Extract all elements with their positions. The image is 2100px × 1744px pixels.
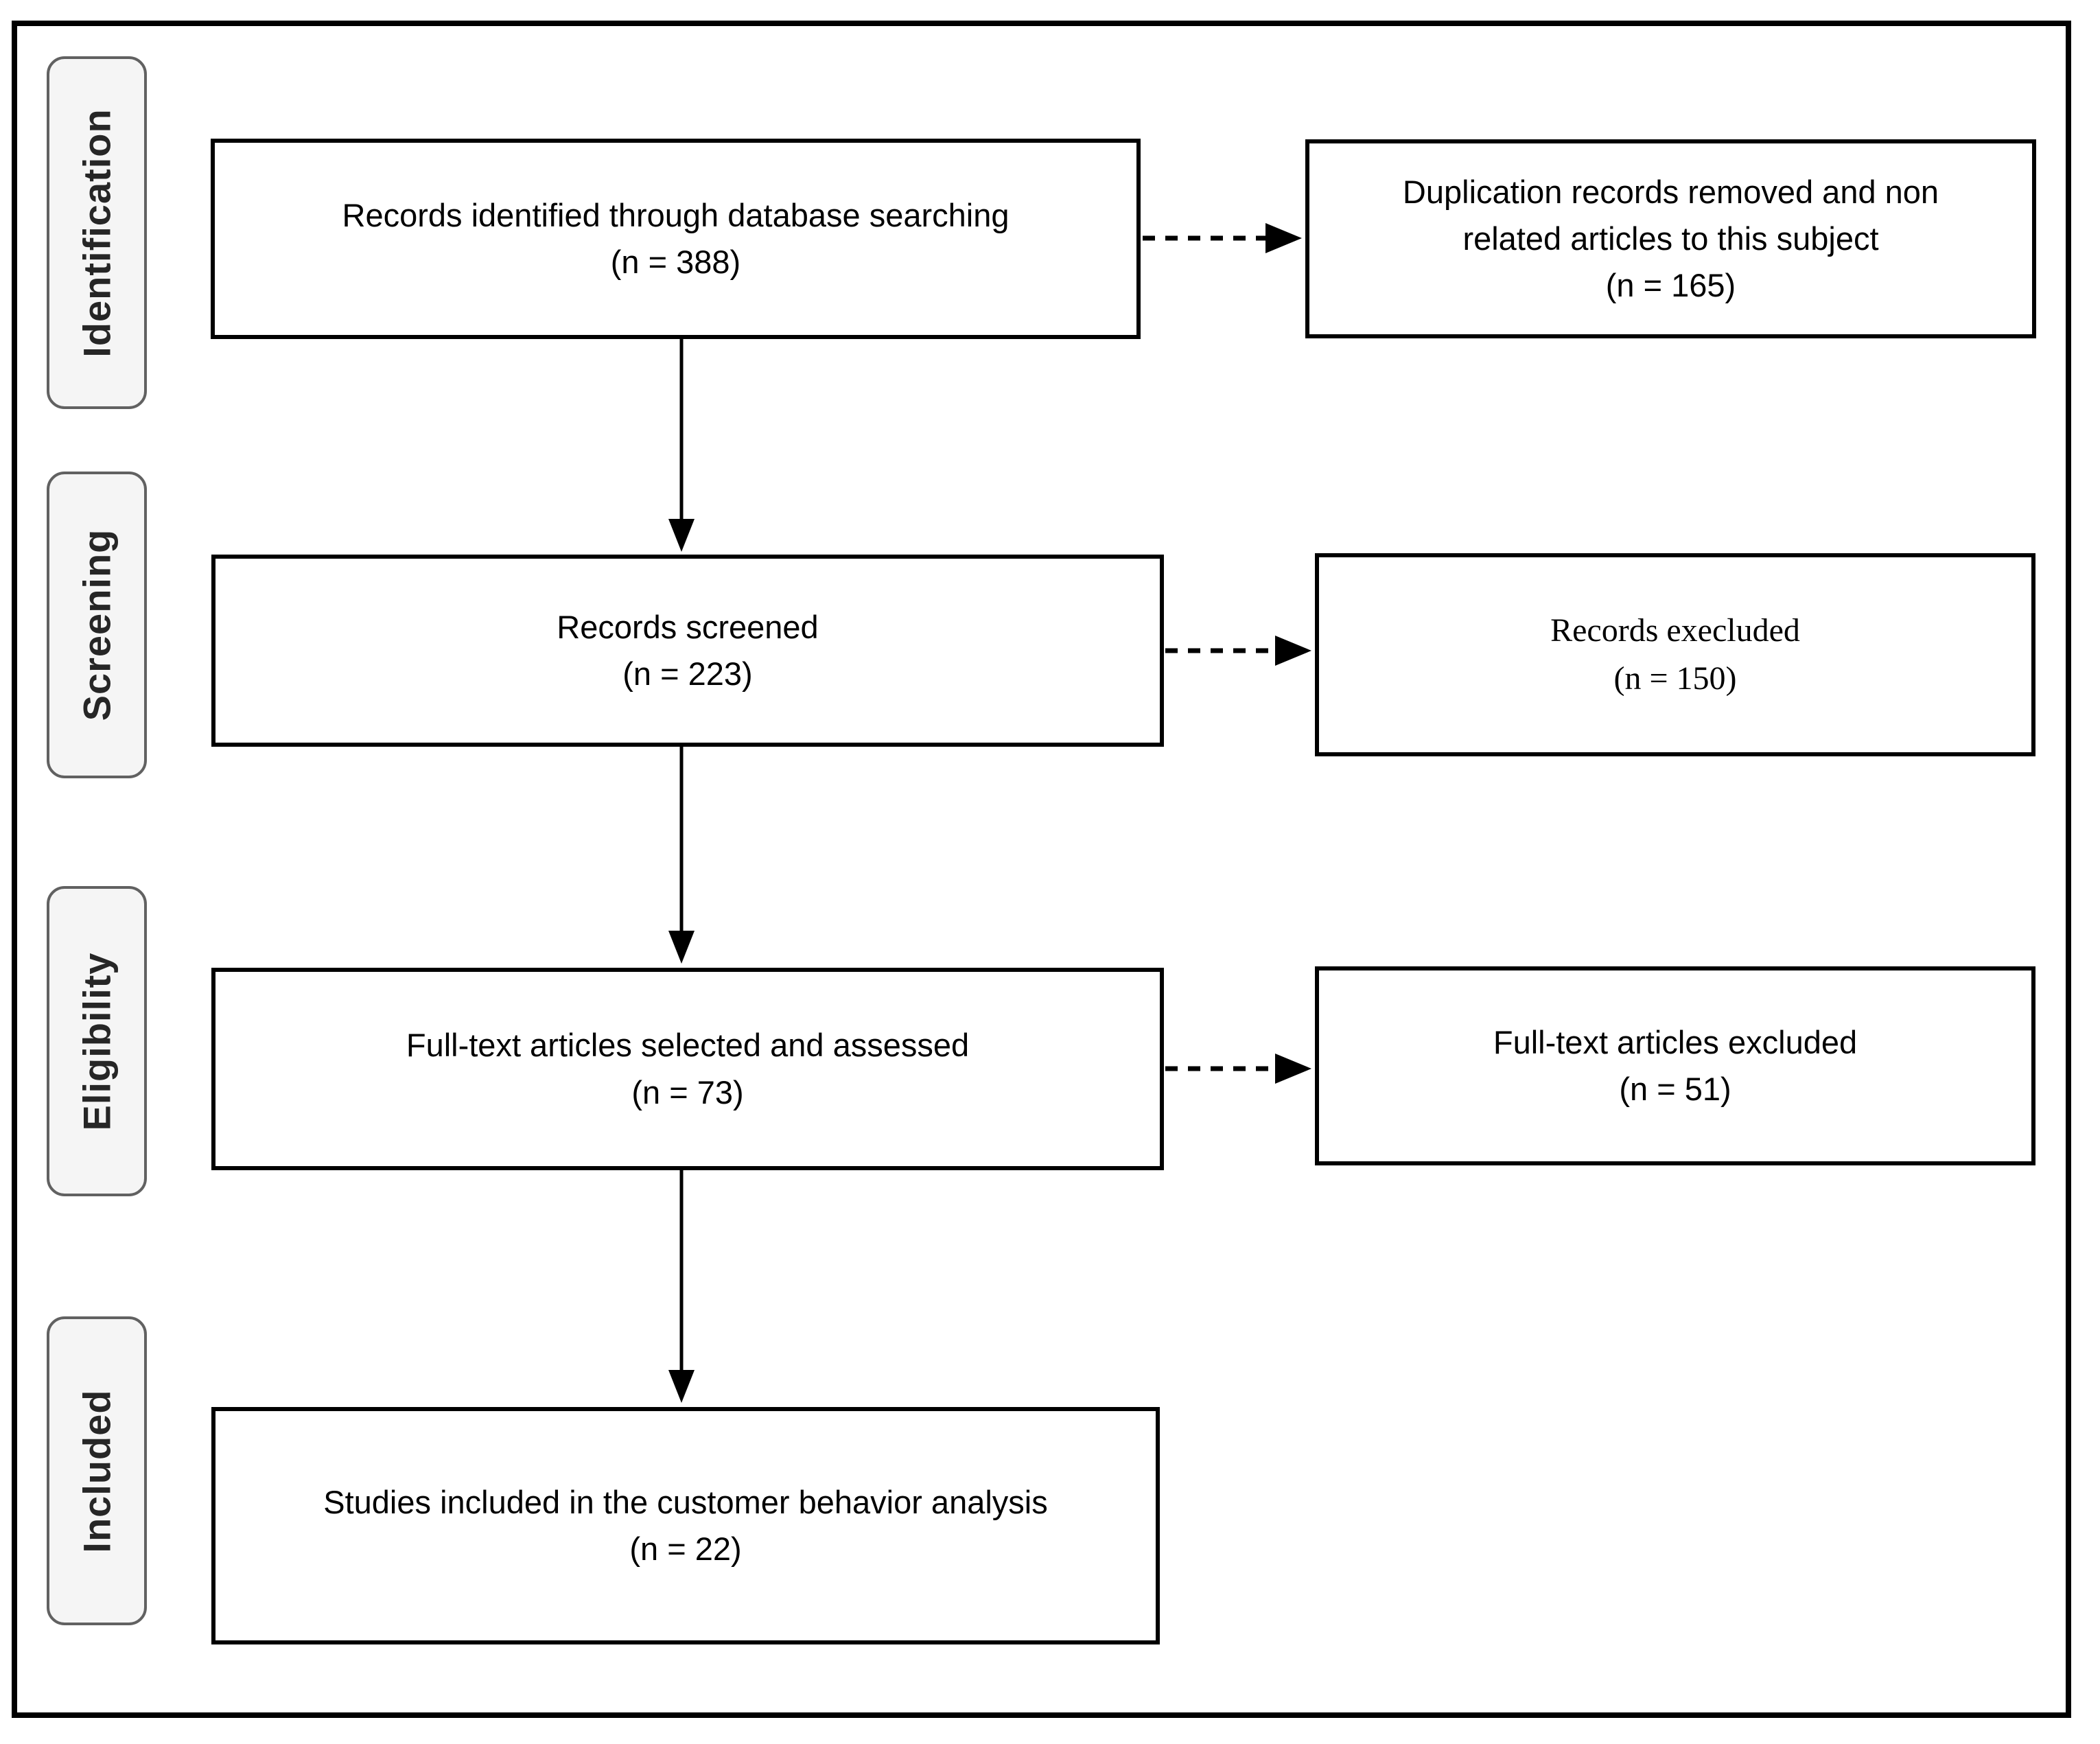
box-count: (n = 388) bbox=[610, 244, 741, 280]
box-line: Full-text articles excluded bbox=[1493, 1023, 1858, 1060]
box-duplicates-removed: Duplication records removed and non rela… bbox=[1305, 139, 2036, 338]
stage-label-eligibility: Eligibility bbox=[75, 952, 119, 1130]
box-count: (n = 73) bbox=[631, 1073, 744, 1111]
box-line: Records execluded bbox=[1550, 612, 1800, 649]
box-fulltext-excluded: Full-text articles excluded (n = 51) bbox=[1315, 966, 2035, 1165]
box-line: Full-text articles selected and assessed bbox=[406, 1027, 970, 1064]
stage-label-screening: Screening bbox=[75, 528, 119, 721]
box-line: related articles to this subject bbox=[1462, 220, 1879, 257]
box-records-excluded: Records execluded (n = 150) bbox=[1315, 553, 2035, 756]
box-records-identified: Records identified through database sear… bbox=[211, 139, 1141, 339]
box-line: Records screened bbox=[557, 608, 819, 645]
stage-tab-eligibility: Eligibility bbox=[47, 886, 147, 1196]
box-line: Records identified through database sear… bbox=[342, 196, 1010, 233]
box-count: (n = 165) bbox=[1605, 267, 1736, 304]
box-count: (n = 22) bbox=[629, 1531, 742, 1567]
box-fulltext-assessed: Full-text articles selected and assessed… bbox=[211, 968, 1164, 1170]
box-line: Studies included in the customer behavio… bbox=[323, 1483, 1048, 1520]
stage-label-identification: Identification bbox=[75, 108, 119, 358]
box-records-screened: Records screened (n = 223) bbox=[211, 555, 1164, 747]
stage-tab-identification: Identification bbox=[47, 56, 147, 409]
stage-label-included: Included bbox=[75, 1388, 119, 1553]
stage-tab-included: Included bbox=[47, 1316, 147, 1625]
stage-tab-screening: Screening bbox=[47, 472, 147, 778]
box-studies-included: Studies included in the customer behavio… bbox=[211, 1407, 1160, 1644]
box-count: (n = 223) bbox=[622, 655, 753, 692]
box-count: (n = 51) bbox=[1619, 1071, 1731, 1107]
box-line: Duplication records removed and non bbox=[1402, 173, 1939, 210]
box-count: (n = 150) bbox=[1613, 660, 1737, 697]
